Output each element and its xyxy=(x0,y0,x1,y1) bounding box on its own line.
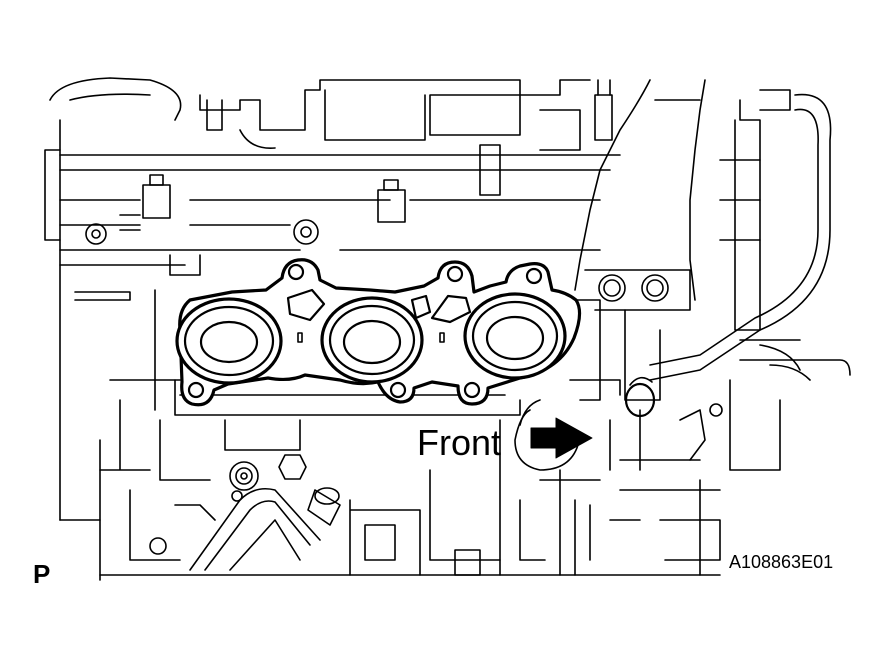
front-label: Front xyxy=(417,422,501,463)
front-arrow xyxy=(530,417,593,459)
arrow-right-icon xyxy=(530,417,593,459)
manifold-gasket xyxy=(175,258,582,407)
engine-block-outline xyxy=(44,77,851,581)
view-marker: P xyxy=(33,559,50,589)
figure-id: A108863E01 xyxy=(729,552,833,572)
